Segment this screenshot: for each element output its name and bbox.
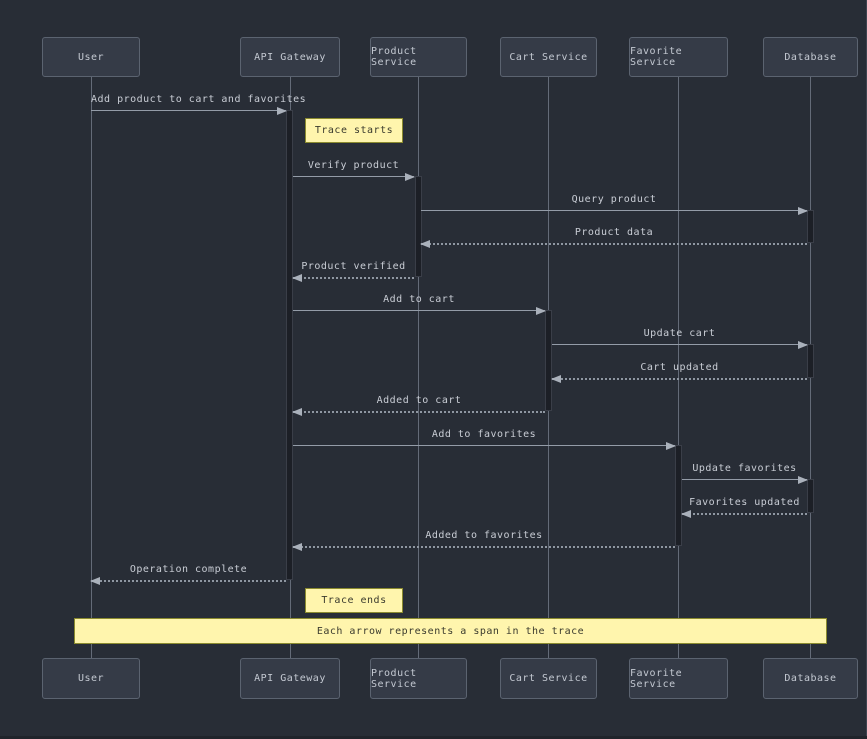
diagram-bottom-edge — [0, 736, 867, 739]
actor-bottom-cart-service: Cart Service — [500, 658, 597, 699]
actor-label: Product Service — [371, 46, 417, 68]
message-arrow — [292, 408, 545, 416]
note-label: Trace ends — [321, 595, 387, 606]
message-label: Added to cart — [376, 395, 462, 406]
activation-database-3 — [807, 479, 814, 513]
arrowhead-icon — [420, 240, 430, 248]
actor-label: API Gateway — [254, 51, 326, 63]
arrowhead-icon — [666, 442, 676, 450]
message-label: Verify product — [307, 160, 400, 171]
activation-favorite-service — [675, 445, 682, 546]
actor-bottom-database: Database — [763, 658, 858, 699]
message-arrow — [292, 274, 414, 282]
actor-top-database: Database — [763, 37, 858, 77]
message-label: Update cart — [643, 328, 716, 339]
actor-top-product-service: Product Service — [370, 37, 467, 77]
message-label: Operation complete — [129, 564, 248, 575]
arrowhead-icon — [292, 274, 302, 282]
message-label: Favorites updated — [689, 497, 800, 508]
arrowhead-icon — [405, 173, 415, 181]
arrowhead-icon — [681, 510, 691, 518]
actor-top-api-gateway: API Gateway — [240, 37, 340, 77]
message-arrow — [293, 307, 546, 315]
message-label: Update favorites — [692, 463, 797, 474]
message-label: Cart updated — [640, 362, 719, 373]
arrowhead-icon — [292, 408, 302, 416]
actor-label: API Gateway — [254, 673, 326, 684]
lifeline-user — [91, 77, 92, 658]
message-label: Query product — [571, 194, 657, 205]
arrowhead-icon — [798, 207, 808, 215]
note-trace-ends: Trace ends — [305, 588, 403, 613]
actor-bottom-favorite-service: Favorite Service — [629, 658, 728, 699]
arrowhead-icon — [277, 107, 287, 115]
activation-database-1 — [807, 210, 814, 243]
message-arrow — [552, 341, 808, 349]
message-arrow — [90, 577, 286, 585]
lifeline-favorite-service — [678, 77, 679, 658]
actor-label: Cart Service — [509, 51, 588, 63]
arrowhead-icon — [292, 543, 302, 551]
message-arrow — [421, 207, 808, 215]
message-label: Product verified — [301, 261, 406, 272]
message-arrow — [420, 240, 807, 248]
message-arrow — [682, 476, 808, 484]
note-span-explanation: Each arrow represents a span in the trac… — [74, 618, 827, 644]
message-arrow — [292, 543, 675, 551]
arrowhead-icon — [798, 476, 808, 484]
actor-top-cart-service: Cart Service — [500, 37, 597, 77]
actor-label: Favorite Service — [630, 667, 683, 690]
actor-bottom-product-service: Product Service — [370, 658, 467, 699]
activation-cart-service — [545, 310, 552, 411]
actor-label: User — [77, 51, 105, 63]
actor-top-user: User — [42, 37, 140, 77]
message-arrow — [293, 442, 676, 450]
message-arrow — [551, 375, 807, 383]
message-label: Product data — [574, 227, 654, 238]
actor-label: Database — [784, 673, 837, 684]
actor-bottom-user: User — [42, 658, 140, 699]
lifeline-product-service — [418, 77, 419, 658]
activation-product-service — [415, 176, 422, 277]
note-label: Each arrow represents a span in the trac… — [316, 625, 585, 637]
actor-label: Product Service — [371, 667, 417, 690]
message-label: Add to cart — [383, 294, 455, 305]
activation-database-2 — [807, 344, 814, 378]
arrowhead-icon — [551, 375, 561, 383]
actor-bottom-api-gateway: API Gateway — [240, 658, 340, 699]
actor-label: User — [77, 673, 105, 684]
message-label: Added to favorites — [425, 530, 543, 541]
note-trace-starts: Trace starts — [305, 118, 403, 143]
arrowhead-icon — [90, 577, 100, 585]
message-arrow — [293, 173, 415, 181]
arrowhead-icon — [798, 341, 808, 349]
arrowhead-icon — [536, 307, 546, 315]
message-label: Add product to cart and favorites — [91, 94, 307, 105]
actor-top-favorite-service: Favorite Service — [629, 37, 728, 77]
note-label: Trace starts — [314, 125, 394, 136]
message-label: Add to favorites — [431, 429, 537, 440]
actor-label: Favorite Service — [630, 46, 683, 68]
actor-label: Cart Service — [509, 673, 588, 684]
message-arrow — [91, 107, 287, 115]
activation-api-gateway — [286, 110, 293, 580]
actor-label: Database — [784, 51, 837, 63]
message-arrow — [681, 510, 807, 518]
